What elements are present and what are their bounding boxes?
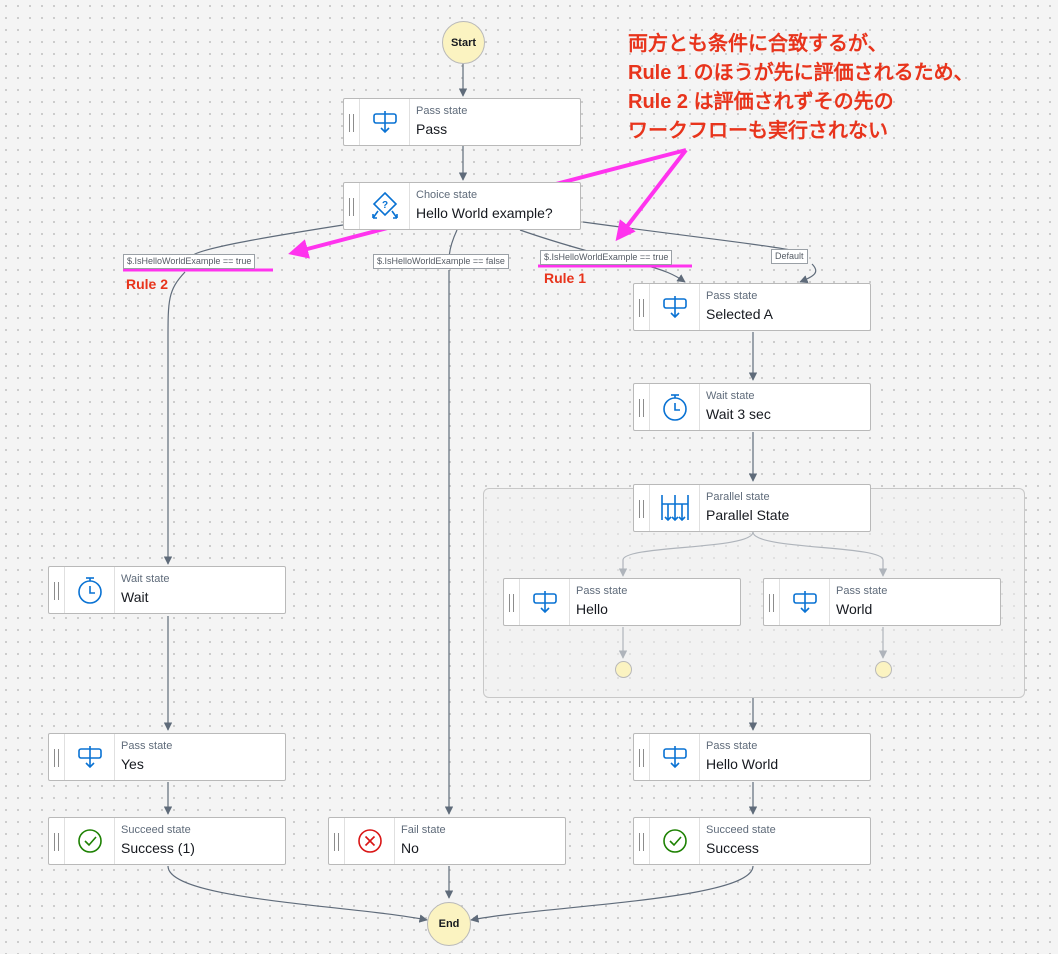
start-node: Start	[442, 21, 485, 64]
pass-state-icon	[520, 579, 570, 625]
edge-label-rule2-condition: $.IsHelloWorldExample == true	[123, 254, 256, 269]
state-pass[interactable]: Pass state Pass	[343, 98, 581, 146]
drag-handle[interactable]	[764, 579, 780, 625]
state-type: Fail state	[401, 824, 446, 836]
state-name: Hello	[576, 601, 608, 617]
state-name: Success (1)	[121, 840, 195, 856]
state-name: Selected A	[706, 306, 773, 322]
branch-end-node-world	[875, 661, 892, 678]
drag-handle[interactable]	[49, 567, 65, 613]
branch-end-node-hello	[615, 661, 632, 678]
state-type: Pass state	[576, 585, 628, 597]
state-name: Success	[706, 840, 759, 856]
state-no[interactable]: Fail state No	[328, 817, 566, 865]
stopwatch-icon	[65, 567, 115, 613]
state-type: Parallel state	[706, 491, 770, 503]
pass-state-icon	[780, 579, 830, 625]
state-type: Pass state	[121, 740, 173, 752]
state-success[interactable]: Succeed state Success	[633, 817, 871, 865]
state-type: Choice state	[416, 189, 478, 201]
state-name: Hello World example?	[416, 205, 553, 221]
parallel-state-icon	[650, 485, 700, 531]
state-name: Yes	[121, 756, 144, 772]
pass-state-icon	[360, 99, 410, 145]
end-node: End	[427, 902, 471, 946]
drag-handle[interactable]	[634, 384, 650, 430]
end-label: End	[438, 918, 460, 930]
state-name: World	[836, 601, 873, 617]
check-circle-icon	[650, 818, 700, 864]
start-label: Start	[450, 36, 477, 49]
state-name: Pass	[416, 121, 448, 137]
state-success-1[interactable]: Succeed state Success (1)	[48, 817, 286, 865]
state-hello-world[interactable]: Pass state Hello World	[633, 733, 871, 781]
drag-handle[interactable]	[634, 734, 650, 780]
state-name: Wait 3 sec	[706, 406, 771, 422]
drag-handle[interactable]	[49, 734, 65, 780]
state-world[interactable]: Pass state World	[763, 578, 1001, 626]
drag-handle[interactable]	[49, 818, 65, 864]
state-wait[interactable]: Wait state Wait	[48, 566, 286, 614]
state-parallel[interactable]: Parallel state Parallel State	[633, 484, 871, 532]
edge-label-rule1-condition: $.IsHelloWorldExample == true	[540, 250, 673, 265]
state-wait-3sec[interactable]: Wait state Wait 3 sec	[633, 383, 871, 431]
state-type: Pass state	[706, 290, 758, 302]
drag-handle[interactable]	[329, 818, 345, 864]
state-name: Hello World	[706, 756, 779, 772]
drag-handle[interactable]	[634, 485, 650, 531]
annotation-line-3: Rule 2 は評価されずその先の	[628, 91, 894, 113]
drag-handle[interactable]	[634, 284, 650, 330]
choice-state-icon: ?	[360, 183, 410, 229]
state-type: Succeed state	[706, 824, 776, 836]
state-type: Pass state	[836, 585, 888, 597]
pass-state-icon	[650, 734, 700, 780]
annotation-line-1: 両方とも条件に合致するが、	[628, 33, 888, 55]
annotation-text: 両方とも条件に合致するが、 Rule 1 のほうが先に評価されるため、 Rule…	[628, 30, 974, 146]
x-circle-icon	[345, 818, 395, 864]
svg-text:?: ?	[381, 200, 387, 211]
state-hello[interactable]: Pass state Hello	[503, 578, 741, 626]
state-type: Pass state	[416, 105, 468, 117]
state-type: Succeed state	[121, 824, 191, 836]
state-type: Wait state	[706, 390, 755, 402]
edge-label-false-condition: $.IsHelloWorldExample == false	[373, 254, 509, 269]
state-choice[interactable]: ? Choice state Hello World example?	[343, 182, 581, 230]
drag-handle[interactable]	[634, 818, 650, 864]
state-type: Wait state	[121, 573, 170, 585]
state-name: Wait	[121, 589, 149, 605]
state-name: No	[401, 840, 419, 856]
edge-label-default: Default	[771, 249, 808, 264]
state-type: Pass state	[706, 740, 758, 752]
drag-handle[interactable]	[344, 99, 360, 145]
annotation-line-2: Rule 1 のほうが先に評価されるため、	[628, 62, 974, 84]
state-yes[interactable]: Pass state Yes	[48, 733, 286, 781]
pass-state-icon	[65, 734, 115, 780]
drag-handle[interactable]	[344, 183, 360, 229]
state-selected-a[interactable]: Pass state Selected A	[633, 283, 871, 331]
rule2-label: Rule 2	[126, 276, 169, 292]
drag-handle[interactable]	[504, 579, 520, 625]
annotation-line-4: ワークフローも実行されない	[628, 120, 888, 142]
state-name: Parallel State	[706, 507, 790, 523]
rule1-label: Rule 1	[544, 270, 587, 286]
stopwatch-icon	[650, 384, 700, 430]
check-circle-icon	[65, 818, 115, 864]
pass-state-icon	[650, 284, 700, 330]
